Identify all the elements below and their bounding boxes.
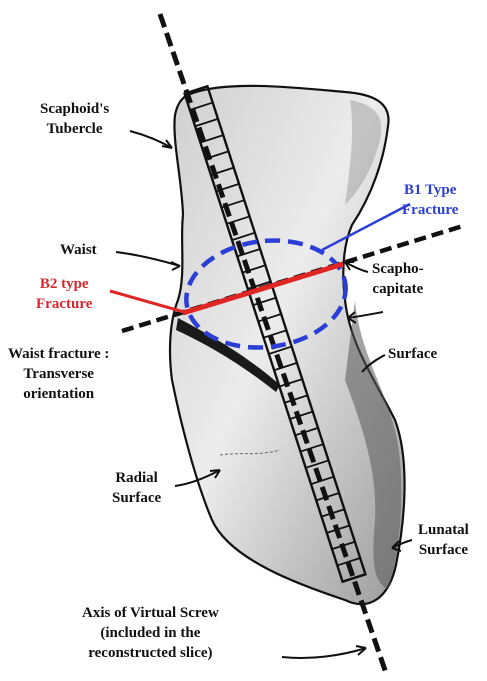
label-waist-fracture: Waist fracture : Transverse orientation bbox=[8, 344, 109, 404]
label-b1-type-fracture: B1 Type Fracture bbox=[402, 180, 458, 220]
label-lunatal-line1: Lunatal bbox=[418, 520, 469, 540]
arrow-b2 bbox=[110, 291, 184, 312]
label-waist-fracture-line3: orientation bbox=[8, 384, 109, 404]
label-axis-line1: Axis of Virtual Screw bbox=[82, 603, 219, 623]
label-b1-line2: Fracture bbox=[402, 200, 458, 220]
label-axis-line3: reconstructed slice) bbox=[82, 643, 219, 663]
label-scapho-capitate-line1: Scapho- bbox=[372, 259, 424, 279]
label-scaphoid-tubercle-line1: Scaphoid's bbox=[40, 99, 109, 119]
arrowhead-waist bbox=[171, 262, 180, 270]
label-scapho-capitate-line2: capitate bbox=[372, 279, 424, 299]
label-lunatal-surface: Lunatal Surface bbox=[418, 520, 469, 560]
label-lunatal-line2: Surface bbox=[418, 540, 469, 560]
arrow-tubercle bbox=[130, 131, 172, 148]
label-b2-line2: Fracture bbox=[36, 294, 92, 314]
label-waist-fracture-line1: Waist fracture : bbox=[8, 344, 109, 364]
label-waist: Waist bbox=[60, 240, 97, 260]
label-b2-line1: B2 type bbox=[36, 274, 92, 294]
label-surface: Surface bbox=[388, 344, 437, 364]
label-scapho-capitate: Scapho- capitate bbox=[372, 259, 424, 299]
label-waist-fracture-line2: Transverse bbox=[8, 364, 109, 384]
label-b1-line1: B1 Type bbox=[402, 180, 458, 200]
label-b2-type-fracture: B2 type Fracture bbox=[36, 274, 92, 314]
label-axis-line2: (included in the bbox=[82, 623, 219, 643]
arrow-waist bbox=[116, 252, 180, 266]
label-scaphoid-tubercle-line2: Tubercle bbox=[40, 119, 109, 139]
label-axis-virtual-screw: Axis of Virtual Screw (included in the r… bbox=[82, 603, 219, 663]
label-surface-line1: Surface bbox=[388, 344, 437, 364]
label-waist-line1: Waist bbox=[60, 240, 97, 260]
label-radial-line1: Radial bbox=[112, 468, 161, 488]
label-radial-line2: Surface bbox=[112, 488, 161, 508]
label-radial-surface: Radial Surface bbox=[112, 468, 161, 508]
arrow-axis bbox=[282, 648, 366, 658]
label-scaphoid-tubercle: Scaphoid's Tubercle bbox=[40, 99, 109, 139]
